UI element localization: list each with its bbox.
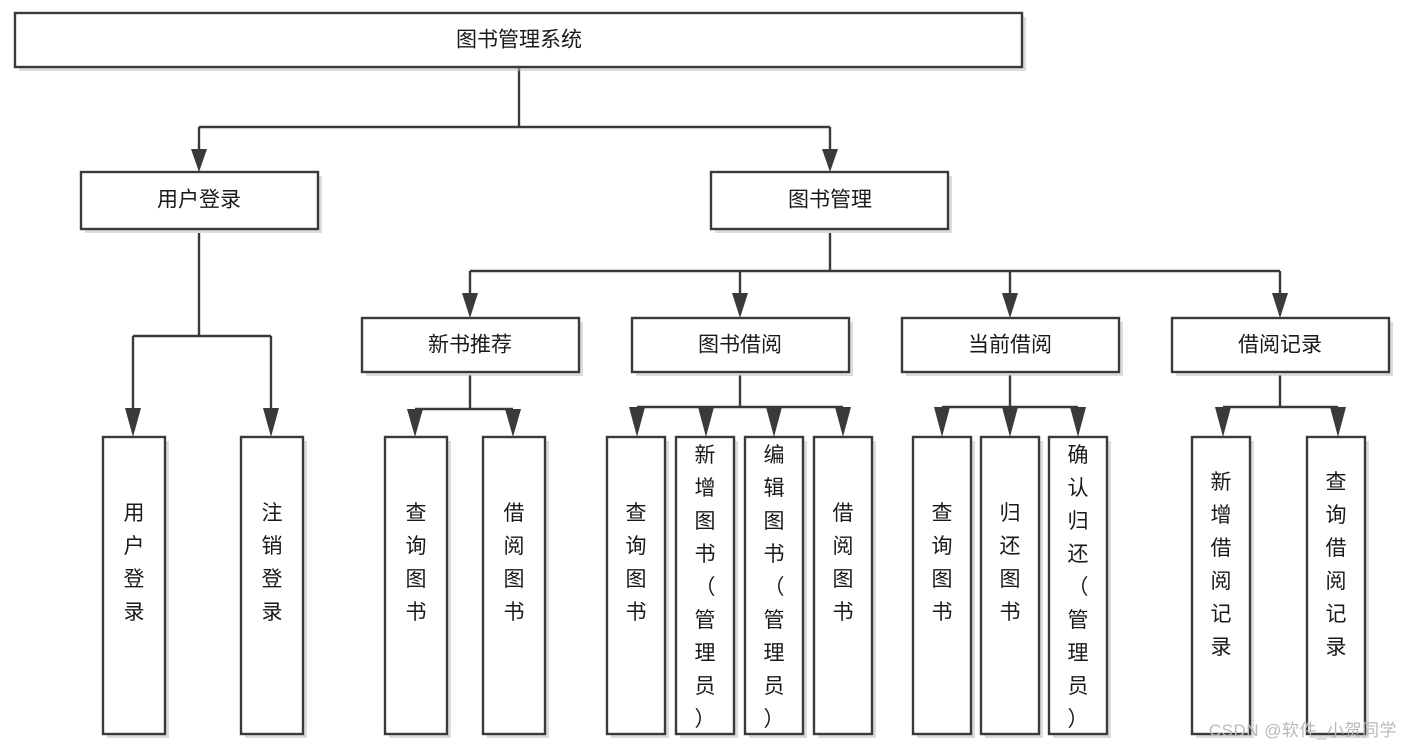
- arrow-head-bookborrow-leaf-2: [698, 407, 714, 437]
- leaf-user-login-label: 用户登录: [124, 502, 145, 624]
- leaf-user-login-box[interactable]: [101, 435, 167, 736]
- leaf-bookborrow-add-box[interactable]: [674, 435, 736, 736]
- leaf-currentborrow-query[interactable]: 查询图书: [911, 435, 975, 738]
- node-current-borrow-box[interactable]: [900, 316, 1121, 374]
- leaf-logout-label: 注销登录: [262, 502, 283, 624]
- leaf-newbook-query-label: 查询图书: [406, 502, 427, 624]
- node-book-borrow-box[interactable]: [630, 316, 851, 374]
- leaf-currentborrow-return-label: 归还图书: [1000, 502, 1021, 624]
- node-borrow-record[interactable]: 借阅记录: [1170, 316, 1393, 376]
- node-user-login-label: 用户登录: [157, 189, 241, 212]
- arrow-head-book-borrow: [732, 293, 748, 318]
- leaf-logout-box[interactable]: [239, 435, 305, 736]
- leaf-currentborrow-return-box[interactable]: [979, 435, 1041, 736]
- node-user-login[interactable]: 用户登录: [79, 170, 322, 233]
- leaf-borrowrecord-query[interactable]: 查询借阅记录: [1305, 435, 1369, 738]
- node-user-login-box[interactable]: [79, 170, 320, 231]
- node-root-label: 图书管理系统: [456, 29, 582, 52]
- node-borrow-record-label: 借阅记录: [1238, 334, 1322, 357]
- arrow-head-currentborrow-leaf-3: [1070, 407, 1086, 437]
- leaf-borrowrecord-query-box[interactable]: [1305, 435, 1367, 736]
- node-current-borrow-label: 当前借阅: [968, 334, 1052, 357]
- arrow-head-borrowrecord-leaf-2: [1330, 407, 1346, 437]
- arrow-head-newbook-leaf-2: [505, 409, 521, 437]
- arrow-head-bookborrow-leaf-1: [629, 407, 645, 437]
- leaf-currentborrow-query-label: 查询图书: [932, 502, 953, 624]
- connector-layer: [125, 68, 1346, 437]
- arrow-head-borrow-record: [1272, 293, 1288, 318]
- node-book-borrow[interactable]: 图书借阅: [630, 316, 853, 376]
- node-new-book-box[interactable]: [360, 316, 581, 374]
- arrow-head-book-manage: [822, 149, 838, 172]
- leaf-borrowrecord-add-box[interactable]: [1190, 435, 1252, 736]
- arrow-head-new-book: [462, 293, 478, 318]
- leaf-bookborrow-edit-label: 编辑图书（管理员）: [764, 444, 785, 731]
- node-current-borrow[interactable]: 当前借阅: [900, 316, 1123, 376]
- leaf-currentborrow-query-box[interactable]: [911, 435, 973, 736]
- arrow-head-borrowrecord-leaf-1: [1215, 407, 1231, 437]
- leaf-bookborrow-query-label: 查询图书: [626, 502, 647, 624]
- leaf-currentborrow-confirm[interactable]: 确认归还（管理员）: [1047, 435, 1111, 738]
- node-book-manage-box[interactable]: [709, 170, 950, 231]
- leaf-newbook-borrow-box[interactable]: [481, 435, 547, 736]
- leaf-bookborrow-add[interactable]: 新增图书（管理员）: [674, 435, 738, 738]
- arrow-head-currentborrow-leaf-2: [1002, 407, 1018, 437]
- leaf-bookborrow-edit[interactable]: 编辑图书（管理员）: [743, 435, 807, 738]
- node-book-borrow-label: 图书借阅: [698, 334, 782, 357]
- leaf-bookborrow-borrow[interactable]: 借阅图书: [812, 435, 876, 738]
- leaf-bookborrow-borrow-box[interactable]: [812, 435, 874, 736]
- leaf-currentborrow-confirm-label: 确认归还（管理员）: [1068, 444, 1089, 731]
- arrow-head-current-borrow: [1002, 293, 1018, 318]
- arrow-head-bookborrow-leaf-4: [835, 407, 851, 437]
- node-book-manage[interactable]: 图书管理: [709, 170, 952, 233]
- leaf-bookborrow-edit-box[interactable]: [743, 435, 805, 736]
- node-borrow-record-box[interactable]: [1170, 316, 1391, 374]
- arrow-head-leaf-user-login: [125, 408, 141, 437]
- leaf-borrowrecord-add[interactable]: 新增借阅记录: [1190, 435, 1254, 738]
- arrow-head-newbook-leaf-1: [407, 409, 423, 437]
- leaf-bookborrow-query-box[interactable]: [605, 435, 667, 736]
- leaf-user-login[interactable]: 用户登录: [101, 435, 169, 738]
- node-book-manage-label: 图书管理: [788, 189, 872, 212]
- arrow-head-user-login: [191, 149, 207, 172]
- leaf-currentborrow-confirm-box[interactable]: [1047, 435, 1109, 736]
- leaf-newbook-borrow-label: 借阅图书: [504, 502, 525, 624]
- arrow-head-leaf-logout: [263, 408, 279, 437]
- node-new-book-label: 新书推荐: [428, 334, 512, 357]
- leaf-borrowrecord-add-label: 新增借阅记录: [1211, 471, 1232, 659]
- node-root[interactable]: 图书管理系统: [13, 11, 1026, 71]
- leaf-newbook-query-box[interactable]: [383, 435, 449, 736]
- leaf-bookborrow-add-label: 新增图书（管理员）: [695, 444, 716, 731]
- leaf-newbook-borrow[interactable]: 借阅图书: [481, 435, 549, 738]
- leaf-logout[interactable]: 注销登录: [239, 435, 307, 738]
- leaf-newbook-query[interactable]: 查询图书: [383, 435, 451, 738]
- node-root-box[interactable]: [13, 11, 1024, 69]
- leaf-currentborrow-return[interactable]: 归还图书: [979, 435, 1043, 738]
- leaf-borrowrecord-query-label: 查询借阅记录: [1326, 471, 1347, 659]
- leaf-bookborrow-borrow-label: 借阅图书: [833, 502, 854, 624]
- leaf-bookborrow-query[interactable]: 查询图书: [605, 435, 669, 738]
- arrow-head-currentborrow-leaf-1: [934, 407, 950, 437]
- node-new-book[interactable]: 新书推荐: [360, 316, 583, 376]
- arrow-head-bookborrow-leaf-3: [766, 407, 782, 437]
